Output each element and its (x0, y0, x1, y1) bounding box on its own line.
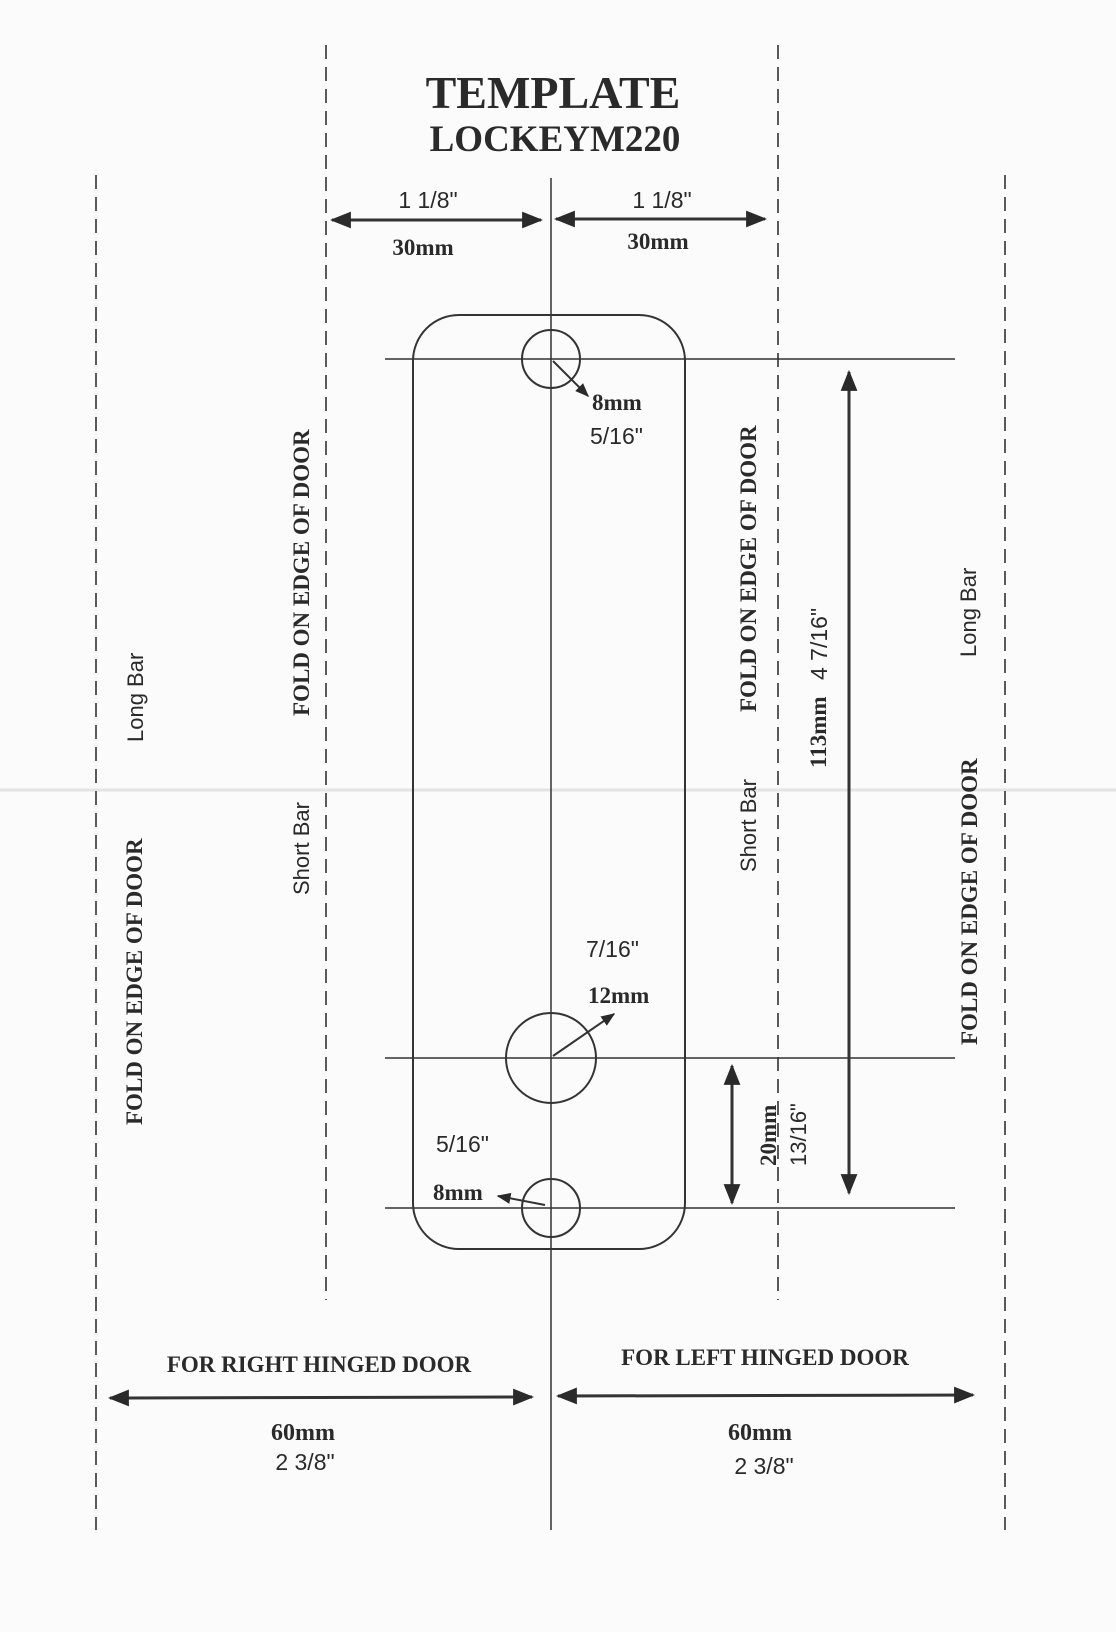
model-name: LOCKEYM220 (430, 119, 681, 160)
bottom-hole-radius-arrow (496, 1192, 546, 1206)
left-hinged-dimension-arrow (555, 1386, 976, 1405)
fold-label-inner-left: FOLD ON EDGE OF DOOR (289, 429, 314, 716)
long-bar-label-left: Long Bar (123, 653, 148, 742)
fold-label-outer-left: FOLD ON EDGE OF DOOR (122, 838, 147, 1125)
right-hinged-mm-label: 60mm (271, 1420, 335, 1446)
short-spacing-inch-label: 13/16" (786, 1103, 811, 1166)
top-right-mm-label: 30mm (627, 229, 688, 254)
middle-hole-inch-label: 7/16" (586, 936, 639, 962)
top-hole-radius-arrow (552, 360, 589, 397)
middle-hole-radius-arrow (552, 1013, 616, 1057)
short-spacing-mm-label: 20mm (756, 1105, 781, 1166)
top-right-inch-label: 1 1/8" (632, 187, 691, 213)
left-hinged-inch-label: 2 3/8" (734, 1453, 793, 1479)
bottom-hole-inch-label: 5/16" (436, 1131, 489, 1157)
short-bar-label-right: Short Bar (736, 779, 761, 872)
right-hinged-inch-label: 2 3/8" (275, 1449, 334, 1475)
top-hole (521, 329, 581, 389)
middle-hole (505, 1012, 597, 1104)
right-hinged-label: FOR RIGHT HINGED DOOR (167, 1352, 472, 1377)
plate-outline (412, 314, 686, 1250)
top-left-inch-label: 1 1/8" (398, 187, 457, 213)
top-left-mm-label: 30mm (392, 235, 453, 260)
left-hinged-mm-label: 60mm (728, 1420, 792, 1446)
middle-hole-mm-label: 12mm (588, 983, 649, 1008)
bottom-hole (521, 1178, 581, 1238)
right-hinged-dimension-arrow (107, 1388, 535, 1407)
top-hole-mm-label: 8mm (592, 390, 642, 415)
fold-label-inner-right: FOLD ON EDGE OF DOOR (736, 425, 761, 712)
long-bar-label-right: Long Bar (956, 568, 981, 657)
long-spacing-inch-label: 4 7/16" (806, 608, 832, 680)
template-title: TEMPLATE (426, 67, 681, 118)
short-bar-label-left: Short Bar (289, 802, 314, 895)
fold-label-outer-right: FOLD ON EDGE OF DOOR (957, 758, 982, 1045)
long-spacing-mm-label: 113mm (806, 696, 831, 768)
left-hinged-label: FOR LEFT HINGED DOOR (621, 1345, 909, 1370)
bottom-hole-mm-label: 8mm (433, 1180, 483, 1205)
top-hole-inch-label: 5/16" (590, 423, 643, 449)
